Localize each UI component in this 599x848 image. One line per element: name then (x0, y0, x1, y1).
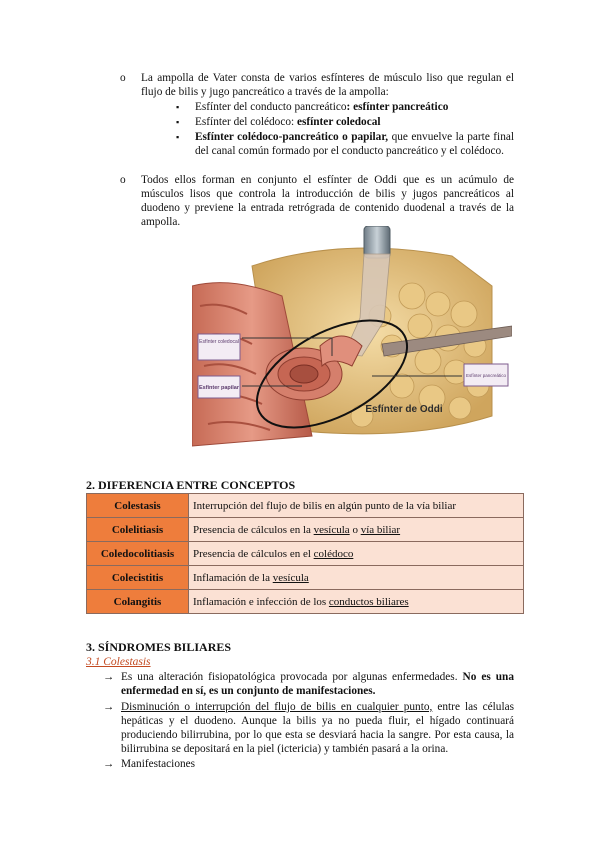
sub-item-text: que envuelve la parte final del canal co… (195, 131, 515, 157)
sub-item-text: Esfínter del conducto pancreático (195, 101, 347, 113)
label-esfinter-coledocal: Esfínter coledocal (199, 339, 239, 345)
term-cell: Colecistitis (86, 565, 189, 590)
list-item: o La ampolla de Vater consta de varios e… (120, 71, 514, 99)
paragraph-text: Todos ellos forman en conjunto el esfínt… (141, 174, 514, 228)
definition-cell: Inflamación de la vesícula (188, 565, 524, 590)
definition-text: Inflamación e infección de los (193, 595, 329, 608)
arrow-icon: → (103, 758, 115, 770)
definition-text: Presencia de cálculos en el (193, 547, 314, 560)
arrow-icon: → (103, 671, 115, 683)
concepts-table: Colestasis Interrupción del flujo de bil… (86, 493, 524, 614)
label-text: Esfínter coledocal (199, 339, 239, 345)
arrow-list-item: → Manifestaciones (103, 757, 514, 771)
paragraph-text: Manifestaciones (121, 758, 196, 770)
subsection-heading: 3.1 Colestasis (86, 656, 151, 668)
term-cell: Colangitis (86, 589, 189, 614)
sub-list-item: ▪ Esfínter del colédoco: esfínter coledo… (176, 115, 514, 129)
label-text: Esfínter papilar (199, 385, 240, 391)
list-item: o Todos ellos forman en conjunto el esfí… (120, 173, 514, 229)
definition-text: Interrupción del flujo de bilis en algún… (193, 499, 457, 512)
sub-list-item: ▪ Esfínter del conducto pancreático: esf… (176, 100, 514, 114)
label-text: Esfínter de Oddi (365, 404, 442, 415)
sub-item-text: Esfínter del colédoco: (195, 116, 297, 128)
paragraph-underlined: Disminución o interrupción del flujo de … (121, 701, 433, 713)
section-heading: 3. SÍNDROMES BILIARES (86, 640, 232, 654)
illustration-svg: Esfínter coledocal Esfínter papilar Esfí… (191, 225, 513, 447)
list-bullet: ▪ (176, 117, 180, 127)
table-row: Colelitiasis Presencia de cálculos en la… (86, 517, 524, 542)
list-bullet: ▪ (176, 102, 180, 112)
underlined-term: vía biliar (360, 523, 401, 536)
table-row: Coledocolitiasis Presencia de cálculos e… (86, 541, 524, 566)
paragraph-text: La ampolla de Vater consta de varios esf… (141, 72, 514, 98)
arrow-icon: → (103, 701, 115, 713)
arrow-list-item: → Es una alteración fisiopatológica prov… (103, 670, 514, 698)
table-row: Colecistitis Inflamación de la vesícula (86, 565, 524, 590)
definition-text: Inflamación de la (193, 571, 273, 584)
label-esfinter-de-oddi: Esfínter de Oddi (365, 404, 442, 415)
list-bullet: o (120, 72, 126, 84)
label-esfinter-papilar: Esfínter papilar (199, 385, 240, 391)
definition-cell: Interrupción del flujo de bilis en algún… (188, 493, 524, 518)
sphincter-of-oddi-illustration: Esfínter coledocal Esfínter papilar Esfí… (191, 225, 513, 456)
underlined-term: vesícula (313, 523, 350, 536)
definition-cell: Presencia de cálculos en la vesícula o v… (188, 517, 524, 542)
label-text: Esfínter pancreático (466, 373, 507, 378)
table-row: Colangitis Inflamación e infección de lo… (86, 589, 524, 614)
table-row: Colestasis Interrupción del flujo de bil… (86, 493, 524, 518)
sub-item-bold: : esfínter pancreático (346, 101, 449, 113)
arrow-list-item: → Disminución o interrupción del flujo d… (103, 700, 514, 756)
underlined-term: conductos biliares (328, 595, 409, 608)
term-cell: Colestasis (86, 493, 189, 518)
underlined-term: vesícula (272, 571, 309, 584)
definition-cell: Presencia de cálculos en el colédoco (188, 541, 524, 566)
list-bullet: o (120, 174, 126, 186)
sub-list-item: ▪ Esfínter colédoco-pancreático o papila… (176, 130, 515, 158)
paragraph-text: Es una alteración fisiopatológica provoc… (121, 671, 463, 683)
term-cell: Colelitiasis (86, 517, 189, 542)
definition-text: o (349, 523, 361, 536)
label-esfinter-pancreatico: Esfínter pancreático (466, 373, 507, 378)
sub-item-bold: Esfínter colédoco-pancreático o papilar, (195, 131, 389, 143)
sub-item-bold: esfínter coledocal (296, 116, 381, 128)
definition-cell: Inflamación e infección de los conductos… (188, 589, 524, 614)
term-cell: Coledocolitiasis (86, 541, 189, 566)
underlined-term: colédoco (313, 547, 354, 560)
definition-text: Presencia de cálculos en la (193, 523, 314, 536)
paragraph-text: entre las células hepáticas y el duodeno… (121, 701, 514, 755)
paragraph-bold: No es una enfermedad en sí, es un conjun… (121, 671, 514, 697)
section-heading: 2. DIFERENCIA ENTRE CONCEPTOS (86, 478, 296, 492)
list-bullet: ▪ (176, 132, 180, 142)
